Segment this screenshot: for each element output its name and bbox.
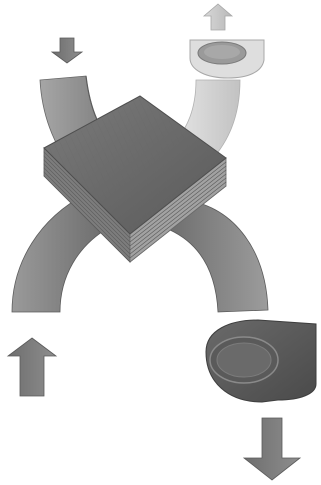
outdoor-air-intake-arrow-icon — [50, 37, 84, 64]
exhaust-air-outlet-arrow-icon — [202, 3, 234, 31]
heat-exchanger-core-icon — [43, 95, 227, 263]
return-air-intake-arrow-icon — [6, 337, 58, 397]
supply-fan-icon — [205, 319, 317, 403]
supply-air-outlet-arrow-icon — [242, 417, 302, 481]
supply-air-duct — [169, 199, 269, 313]
exhaust-fan-icon — [189, 39, 265, 79]
